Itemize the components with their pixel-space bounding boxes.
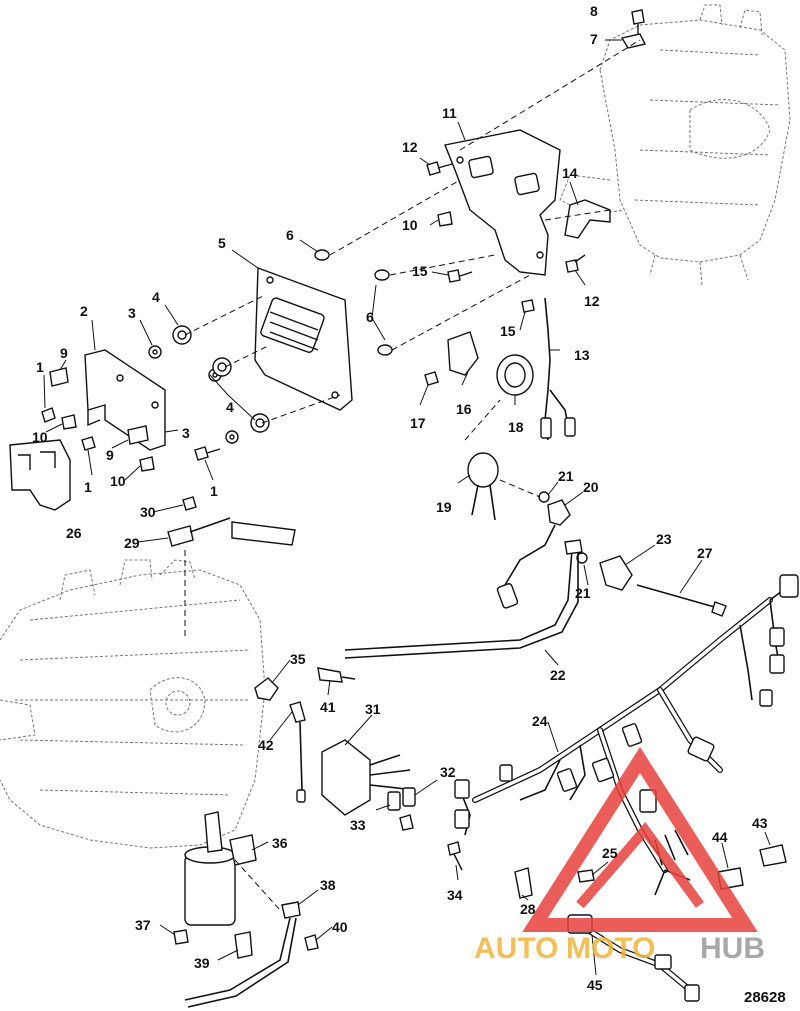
callout-33: 33 [350,817,366,833]
callout-16: 16 [456,401,472,417]
callout-40: 40 [332,919,348,935]
callout-27: 27 [697,545,713,561]
watermark-triangle-icon [522,746,758,932]
callout-1: 1 [36,359,44,375]
callout-4: 4 [226,399,234,415]
callout-8: 8 [590,3,598,19]
callout-10: 10 [402,217,418,233]
watermark-logo: AUTO MOTO HUB [474,746,765,965]
callout-25: 25 [602,845,618,861]
wiring-harness-24 [454,574,799,896]
callout-6: 6 [286,227,294,243]
callout-15: 15 [500,323,516,339]
callout-6: 6 [366,309,374,325]
ecu-module-5 [254,267,353,411]
callout-10: 10 [110,473,126,489]
engine-block-lower [0,559,266,849]
callout-13: 13 [574,347,590,363]
callout-43: 43 [752,815,768,831]
callout-36: 36 [272,835,288,851]
hardware-small-parts [41,9,787,1008]
callout-35: 35 [290,651,306,667]
callout-5: 5 [218,235,226,251]
callout-1: 1 [210,483,218,499]
callout-3: 3 [182,425,190,441]
callout-31: 31 [365,701,381,717]
callout-7: 7 [590,31,598,47]
callout-21: 21 [575,585,591,601]
callout-12: 12 [402,139,418,155]
callout-38: 38 [320,877,336,893]
callout-24: 24 [532,713,548,729]
callout-44: 44 [712,829,728,845]
callout-4: 4 [152,289,160,305]
connector-clips-26 [9,439,71,511]
callout-10: 10 [32,429,48,445]
callout-23: 23 [656,531,672,547]
callout-39: 39 [194,955,210,971]
callout-17: 17 [410,415,426,431]
reference-number: 28628 [744,989,786,1006]
callout-11: 11 [442,105,457,121]
bracket-plate-11 [444,129,561,276]
watermark-hub-text: HUB [700,932,765,965]
callout-2: 2 [80,303,88,319]
callout-45: 45 [587,977,603,993]
callout-18: 18 [508,419,524,435]
engine-block-upper [559,4,791,286]
callout-22: 22 [550,667,566,683]
callout-1: 1 [84,479,92,495]
callout-9: 9 [60,345,68,361]
assembly-lines [184,39,641,911]
callout-34: 34 [447,887,463,903]
callout-37: 37 [135,917,151,933]
callout-42: 42 [258,737,274,753]
callout-32: 32 [440,764,456,780]
callout-21: 21 [558,468,574,484]
callout-14: 14 [562,165,578,181]
callout-labels: 8 7 11 12 14 10 6 5 15 12 2 3 4 6 15 13 … [32,3,768,993]
callout-41: 41 [320,699,336,715]
callout-12: 12 [584,293,600,309]
watermark-auto-text: AUTO [474,932,558,965]
callout-28: 28 [520,901,536,917]
mounting-bracket-2 [84,349,166,451]
watermark-moto-text: MOTO [566,932,655,965]
callout-30: 30 [140,504,156,520]
callout-29: 29 [124,535,140,551]
callout-15: 15 [412,263,428,279]
callout-9: 9 [106,447,114,463]
callout-26: 26 [66,525,82,541]
callout-3: 3 [128,305,136,321]
callout-20: 20 [583,479,599,495]
callout-19: 19 [436,499,452,515]
leader-lines [43,39,771,976]
